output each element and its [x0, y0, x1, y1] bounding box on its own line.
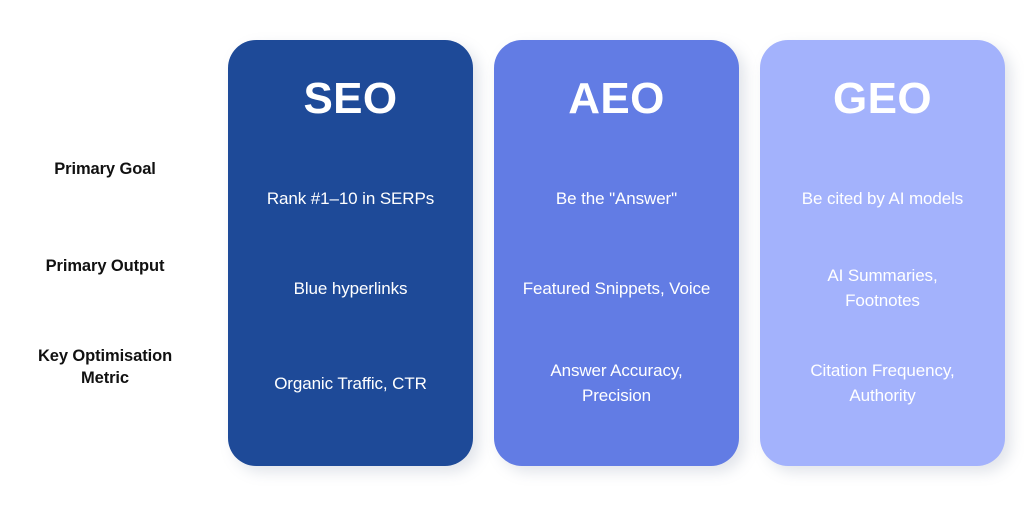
card-geo-primary-output: AI Summaries,Footnotes	[827, 266, 938, 310]
card-title-seo: SEO	[303, 74, 398, 123]
row-label-primary-output: Primary Output	[45, 257, 165, 275]
card-aeo: AEO Be the "Answer" Featured Snippets, V…	[494, 40, 739, 466]
card-aeo-key-metric: Answer Accuracy,Precision	[550, 361, 683, 405]
card-seo-key-metric: Organic Traffic, CTR	[274, 373, 427, 393]
card-geo-key-metric: Citation Frequency,Authority	[810, 361, 955, 405]
card-geo: GEO Be cited by AI models AI Summaries,F…	[760, 40, 1005, 466]
card-title-aeo: AEO	[568, 74, 665, 123]
card-seo-primary-goal: Rank #1–10 in SERPs	[266, 188, 435, 208]
card-title-geo: GEO	[833, 74, 932, 123]
card-aeo-primary-goal: Be the "Answer"	[555, 188, 678, 208]
card-geo-primary-goal: Be cited by AI models	[801, 188, 964, 208]
row-label-column: Primary Goal Primary Output Key Optimisa…	[0, 40, 210, 466]
comparison-cards: SEO Rank #1–10 in SERPs Blue hyperlinks …	[228, 40, 1005, 466]
card-seo: SEO Rank #1–10 in SERPs Blue hyperlinks …	[228, 40, 473, 466]
row-label-primary-goal: Primary Goal	[54, 160, 156, 178]
card-aeo-primary-output: Featured Snippets, Voice	[522, 278, 711, 298]
card-seo-primary-output: Blue hyperlinks	[293, 278, 408, 298]
